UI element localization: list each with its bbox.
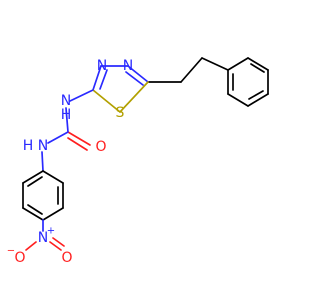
bond bbox=[67, 131, 91, 146]
bond bbox=[248, 90, 264, 100]
atom-charge-plus: + bbox=[47, 226, 55, 237]
bond bbox=[49, 241, 62, 251]
bond bbox=[227, 57, 249, 71]
molecule-structure: N N S N H O N H N + O − O bbox=[7, 57, 269, 266]
atom-label-n: N bbox=[61, 93, 71, 109]
atom-label-o: O bbox=[14, 250, 25, 266]
bond bbox=[250, 63, 265, 73]
bond bbox=[99, 69, 108, 90]
atom-label-h: H bbox=[23, 138, 34, 154]
atom-label-s: S bbox=[116, 105, 125, 121]
bond bbox=[22, 207, 44, 221]
thiadiazole-ring bbox=[92, 65, 149, 113]
bond bbox=[47, 131, 69, 144]
atom-label-o: O bbox=[61, 250, 72, 266]
bond bbox=[42, 170, 64, 184]
bond bbox=[227, 93, 249, 107]
bond bbox=[127, 65, 149, 83]
bond bbox=[125, 71, 144, 86]
bond bbox=[201, 57, 229, 71]
bond bbox=[22, 170, 44, 184]
atom-label-n: N bbox=[38, 138, 48, 154]
phenyl-ring bbox=[227, 57, 269, 107]
bond bbox=[180, 57, 203, 83]
atom-label-n: N bbox=[38, 230, 48, 246]
atom-label-h: H bbox=[61, 107, 72, 123]
bond bbox=[65, 107, 69, 133]
atom-label-n: N bbox=[123, 58, 133, 74]
bond bbox=[69, 89, 94, 102]
bond bbox=[41, 151, 44, 172]
bond bbox=[92, 65, 102, 91]
bond bbox=[119, 81, 149, 113]
bond bbox=[25, 241, 37, 251]
nitrophenyl-ring bbox=[22, 151, 64, 232]
urea-linker bbox=[47, 89, 94, 151]
bond bbox=[247, 93, 269, 107]
atom-labels: N N S N H O N H N + O − O bbox=[7, 58, 133, 266]
bond bbox=[27, 204, 43, 215]
bond bbox=[92, 89, 121, 113]
bond bbox=[67, 137, 88, 151]
bond bbox=[27, 176, 43, 187]
bond bbox=[247, 57, 269, 71]
bond bbox=[52, 237, 65, 247]
bond bbox=[42, 207, 64, 221]
atom-label-n: N bbox=[97, 58, 107, 74]
nitro-group bbox=[25, 237, 65, 251]
atom-charge-minus: − bbox=[7, 246, 15, 257]
atom-label-o: O bbox=[95, 139, 106, 155]
ethyl-linker bbox=[147, 57, 229, 83]
